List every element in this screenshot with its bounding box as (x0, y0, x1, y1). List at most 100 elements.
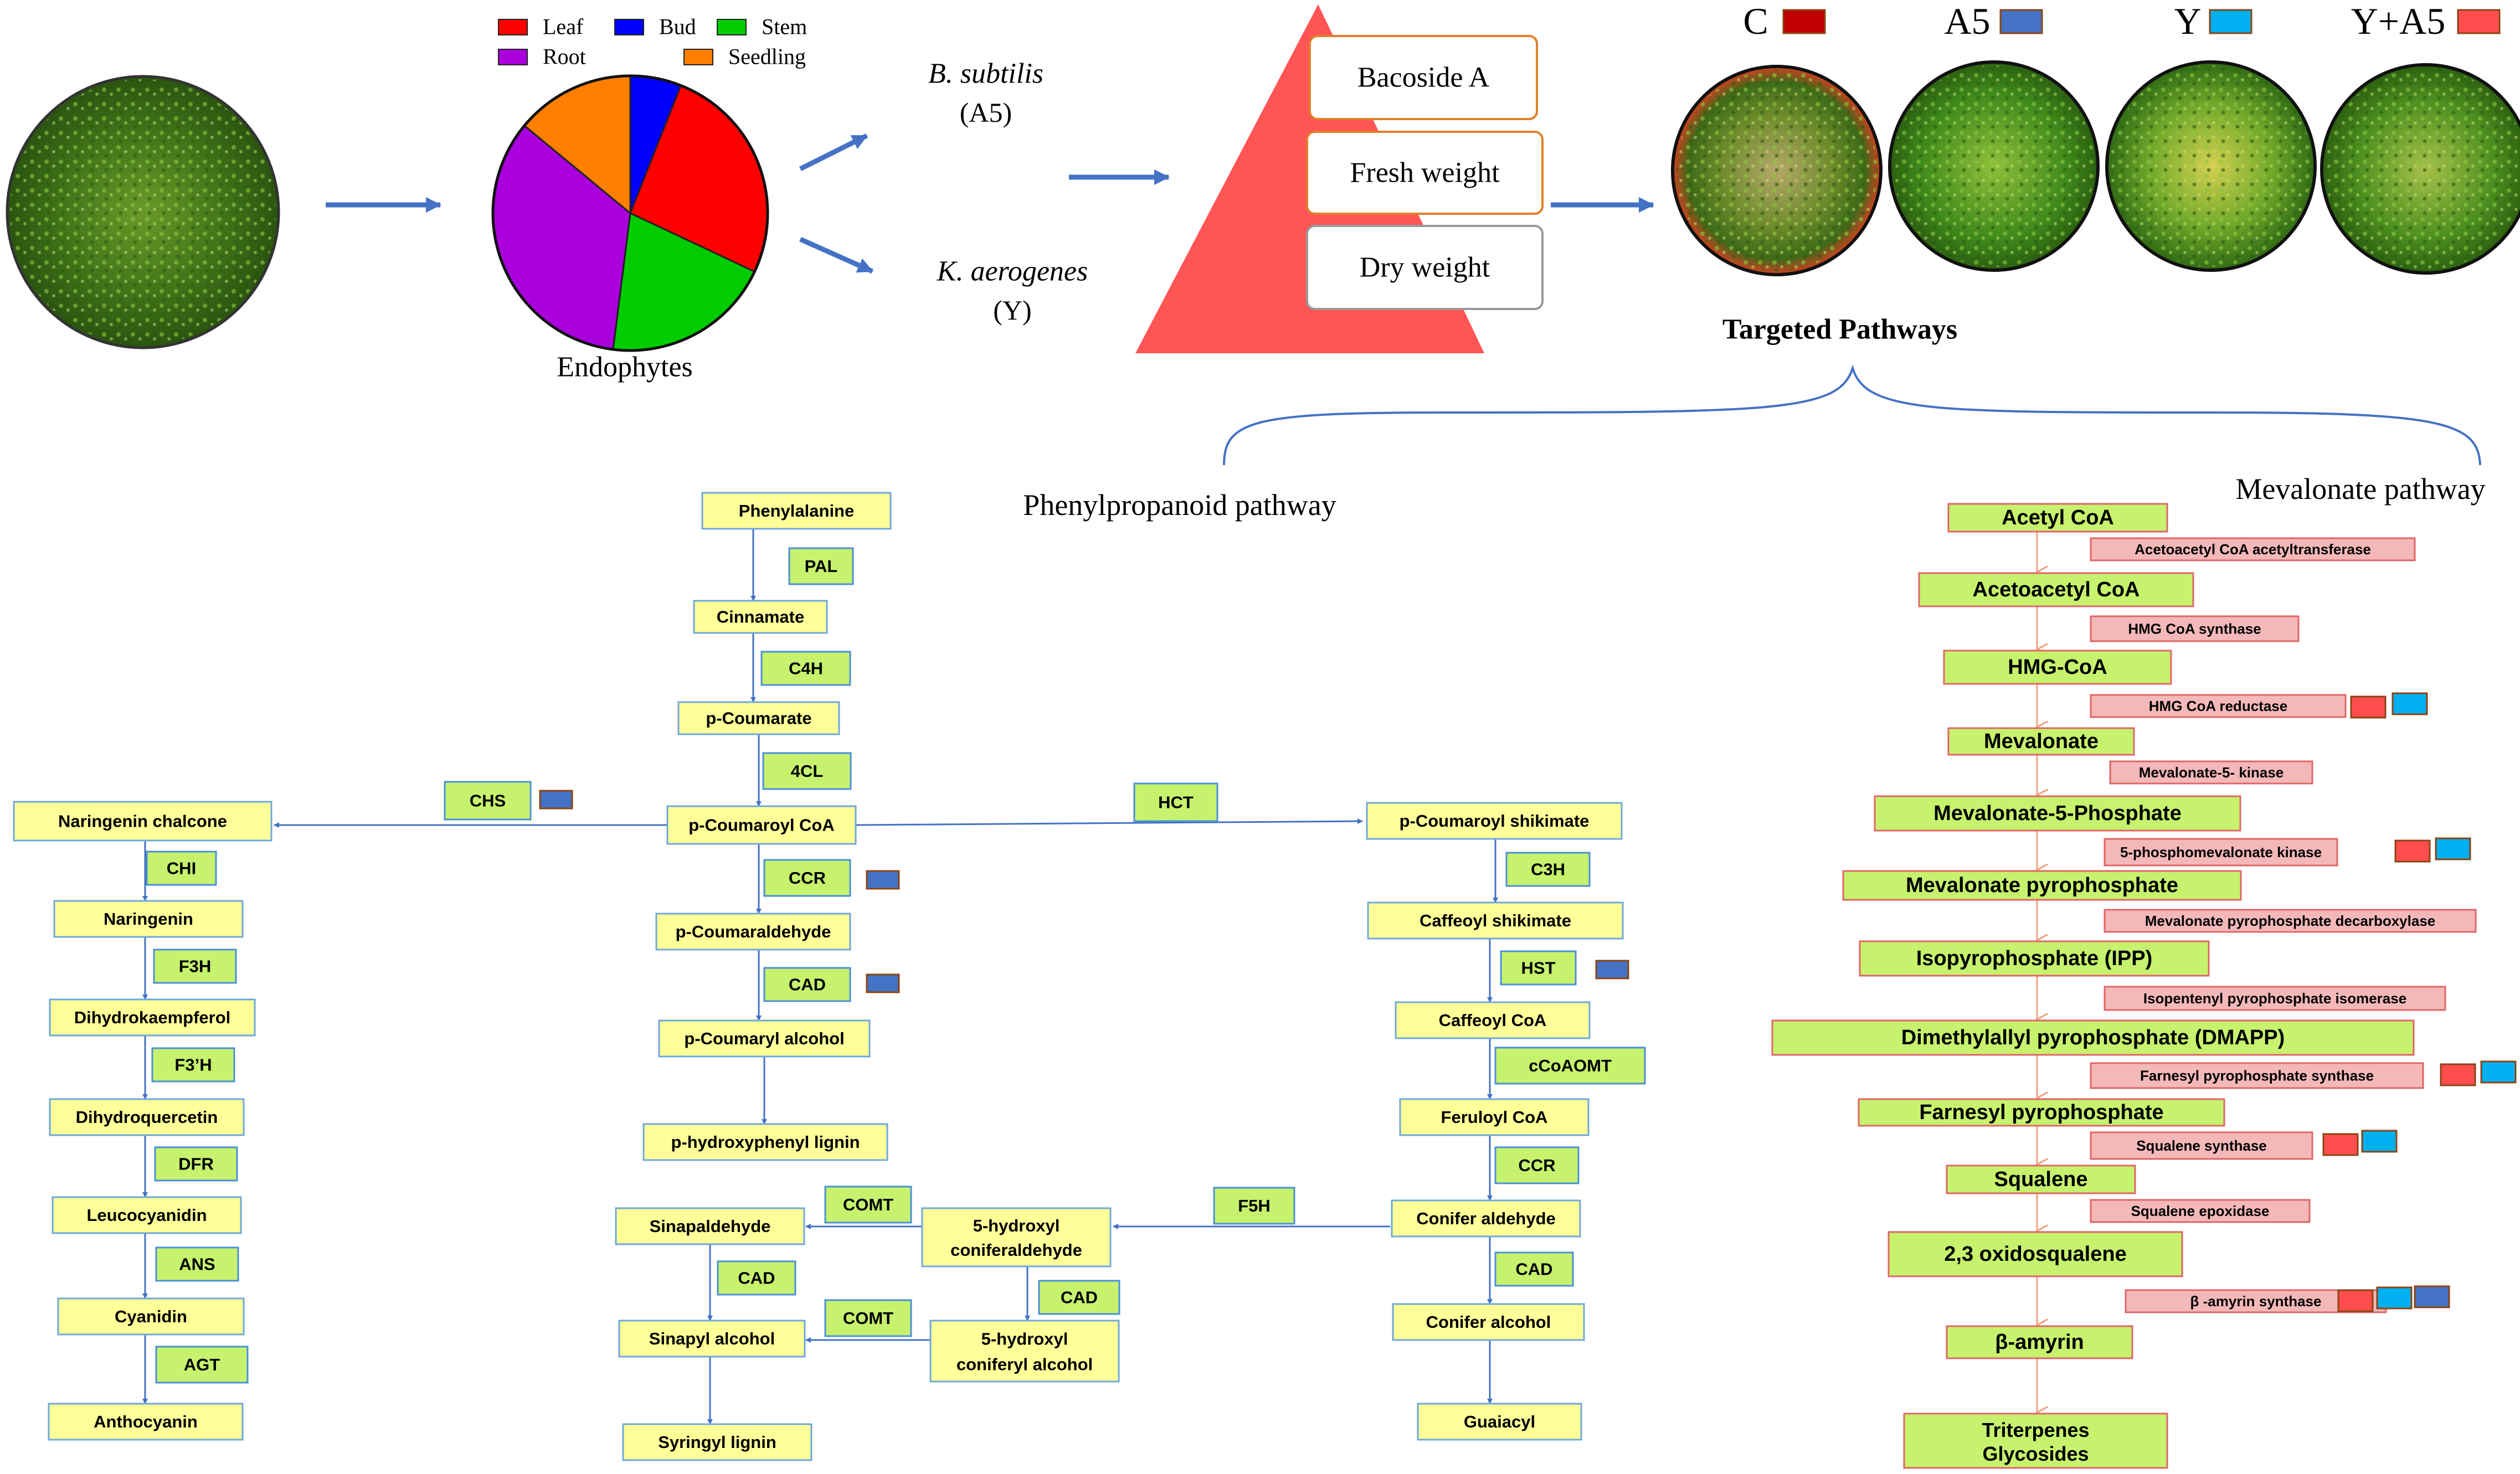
treatment-marker-1 (1999, 9, 2043, 34)
mva-enzyme-1-label: HMG CoA synthase (2128, 621, 2261, 637)
node-leucocyanidin: Leucocyanidin (52, 1196, 242, 1234)
enzyme-hst-box (1500, 950, 1577, 986)
mva-enzyme-7-label: Farnesyl pyrophosphate synthase (2140, 1068, 2374, 1084)
enzyme-ccoaomt-label: cCoAOMT (1529, 1056, 1612, 1075)
mva-enzyme-8: Squalene synthase (2090, 1131, 2313, 1160)
mva-node-11-box (1946, 1325, 2133, 1359)
phenylpropanoid-title: Phenylpropanoid pathway (1023, 488, 1336, 522)
mva-node-5: Mevalonate pyrophosphate (1842, 870, 2242, 901)
mva-node-11-label: β-amyrin (1995, 1331, 2084, 1354)
node-cinnamate-box (693, 600, 828, 634)
mva-node-0: Acetyl CoA (1947, 503, 2168, 533)
mva-enzyme-0: Acetoacetyl CoA acetyltransferase (2090, 537, 2416, 561)
mva-node-13-label: Glycosides (1982, 1442, 2089, 1465)
mva-enzyme-3: Mevalonate-5- kinase (2109, 760, 2313, 785)
node-naringenin-chalcone: Naringenin chalcone (13, 801, 272, 842)
enzyme-chs: CHS (444, 781, 532, 821)
enzyme-cad4-label: CAD (1061, 1288, 1098, 1307)
enzyme-cad2-box (1494, 1251, 1574, 1287)
mva-enzyme-5-box (2104, 909, 2477, 933)
enzyme-f3h: F3H (153, 949, 237, 984)
arrow-pie-to-a5 (799, 133, 868, 172)
enzyme-chs-box (444, 781, 532, 821)
enzyme-hct-box (1133, 782, 1218, 822)
mva-node-0-box (1947, 503, 2168, 533)
enzyme-4cl-label: 4CL (791, 761, 824, 781)
enzyme-cad4-box (1038, 1280, 1120, 1315)
mva-enzyme-4-label: 5-phosphomevalonate kinase (2120, 844, 2322, 860)
node-phenylalanine-box (701, 492, 892, 530)
node-dihydrokaempferol-label: Dihydrokaempferol (74, 1008, 231, 1027)
mva-node-7-box (1771, 1019, 2415, 1056)
enzyme-cad3: CAD (717, 1260, 796, 1296)
enzyme-pal-label: PAL (805, 556, 838, 576)
node-p-coumaraldehyde: p-Coumaraldehyde (655, 913, 851, 951)
mva-marker-fps-ya5 (2440, 1063, 2476, 1086)
treatment-label-1: A5 (1944, 0, 1990, 42)
mva-node-5-label: Mevalonate pyrophosphate (1906, 874, 2178, 897)
node-leucocyanidin-label: Leucocyanidin (86, 1205, 207, 1225)
enzyme-pal-box (788, 547, 854, 585)
node-p-coumaroyl-coa-box (666, 805, 857, 845)
mva-node-6-box (1859, 940, 2210, 977)
node-5-hydroxyl-coniferaldehyde-line1: 5-hydroxyl (973, 1216, 1060, 1235)
node-p-coumaryl-alcohol: p-Coumaryl alcohol (658, 1019, 871, 1058)
mva-enzyme-5-label: Mevalonate pyrophosphate decarboxylase (2145, 913, 2436, 929)
pyramid-box-1 (1306, 131, 1544, 215)
a5-marker-phenyl-0 (539, 790, 573, 810)
a5-marker-phenyl-2 (866, 973, 900, 993)
node-conifer-alcohol-label: Conifer alcohol (1426, 1312, 1551, 1332)
mva-node-6-label: Isopyrophosphate (IPP) (1916, 947, 2152, 970)
node-conifer-aldehyde-box (1391, 1199, 1581, 1238)
mva-marker-hmgr-y (2392, 692, 2428, 715)
node-syringyl-lignin: Syringyl lignin (622, 1423, 812, 1461)
node-naringenin-chalcone-box (13, 801, 272, 842)
enzyme-f5h: F5H (1213, 1187, 1295, 1225)
mva-marker-bas-ya5 (2337, 1289, 2374, 1312)
mva-enzyme-2-label: HMG CoA reductase (2149, 698, 2287, 714)
node-conifer-aldehyde-label: Conifer aldehyde (1416, 1209, 1556, 1228)
node-p-coumarate: p-Coumarate (677, 701, 840, 735)
mva-node-11: β-amyrin (1946, 1325, 2133, 1359)
legend-swatch-seedling (683, 49, 713, 65)
node-sinapyl-alcohol: Sinapyl alcohol (618, 1320, 806, 1358)
node-cinnamate: Cinnamate (693, 600, 828, 634)
enzyme-c4h: C4H (760, 651, 851, 686)
node-phenylalanine: Phenylalanine (701, 492, 892, 530)
pyramid-label-1: Fresh weight (1350, 157, 1500, 189)
node-p-coumarate-box (677, 701, 840, 735)
enzyme-ccr2-box (1494, 1146, 1580, 1184)
node-caffeoyl-shikimate-label: Caffeoyl shikimate (1420, 911, 1571, 930)
node-dihydrokaempferol: Dihydrokaempferol (49, 998, 256, 1037)
legend-swatch-root (498, 49, 528, 65)
mva-node-9-label: Squalene (1994, 1168, 2088, 1191)
mva-marker-bas-y (2376, 1286, 2413, 1310)
mva-enzyme-3-label: Mevalonate-5- kinase (2139, 764, 2284, 781)
enzyme-cad1-box (763, 967, 851, 1002)
pyramid-box-2 (1306, 225, 1544, 310)
mva-node-2-box (1943, 650, 2172, 685)
mva-node-8-label: Farnesyl pyrophosphate (1919, 1101, 2163, 1124)
strain-y-name: K. aerogenes (937, 256, 1088, 287)
mva-node-2-label: HMG-CoA (2008, 656, 2107, 679)
node-guaiacyl-box (1417, 1403, 1582, 1441)
pie-title: Endophytes (557, 352, 693, 383)
node-p-coumaroyl-shikimate-box (1366, 802, 1623, 840)
mva-enzyme-1: HMG CoA synthase (2090, 615, 2300, 642)
node-5-hydroxyl-coniferaldehyde-box (921, 1207, 1112, 1267)
mva-enzyme-6: Isopentenyl pyrophosphate isomerase (2104, 986, 2446, 1011)
enzyme-comt1-box (824, 1186, 912, 1224)
node-p-coumaraldehyde-label: p-Coumaraldehyde (676, 922, 831, 941)
enzyme-chs-label: CHS (470, 791, 506, 811)
enzyme-4cl-box (762, 752, 852, 790)
mva-node-9: Squalene (1946, 1164, 2136, 1194)
enzyme-ccr1-label: CCR (789, 868, 826, 888)
enzyme-agt: AGT (155, 1346, 249, 1384)
mva-node-4-box (1874, 795, 2241, 832)
legend-swatch-bud (614, 19, 644, 35)
mva-node-4: Mevalonate-5-Phosphate (1874, 795, 2241, 832)
